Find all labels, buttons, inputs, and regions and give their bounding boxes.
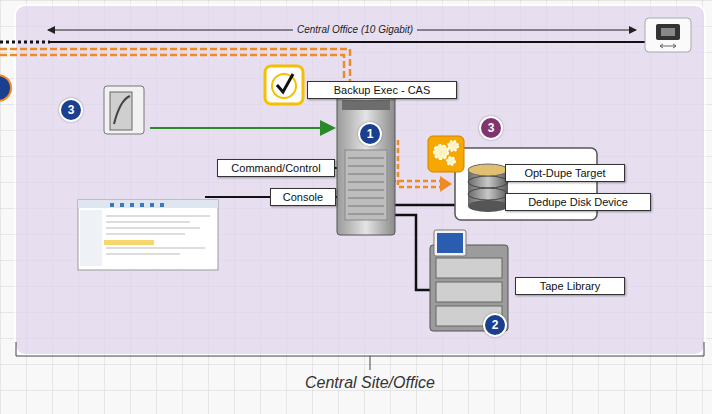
box-label: Dedupe Disk Device bbox=[528, 196, 628, 208]
label-box: Console bbox=[270, 188, 336, 206]
link-label: Central Office (10 Gigabit) bbox=[293, 24, 417, 35]
callout-number: 3 bbox=[479, 116, 503, 140]
label-box: Dedupe Disk Device bbox=[505, 193, 651, 211]
region-caption: Central Site/Office bbox=[301, 374, 439, 392]
label-box: Command/Control bbox=[217, 159, 335, 177]
callout-number: 1 bbox=[358, 122, 382, 146]
box-label: Backup Exec - CAS bbox=[334, 84, 431, 96]
label-box: Opt-Dupe Target bbox=[505, 164, 625, 182]
title-box: Backup Exec - CAS bbox=[307, 81, 457, 99]
callout-number: 2 bbox=[483, 313, 507, 337]
box-label: Opt-Dupe Target bbox=[524, 167, 605, 179]
box-label: Console bbox=[283, 191, 323, 203]
label-box: Tape Library bbox=[515, 277, 625, 295]
box-label: Tape Library bbox=[540, 280, 601, 292]
callout-number: 3 bbox=[59, 98, 83, 122]
box-label: Command/Control bbox=[231, 162, 320, 174]
